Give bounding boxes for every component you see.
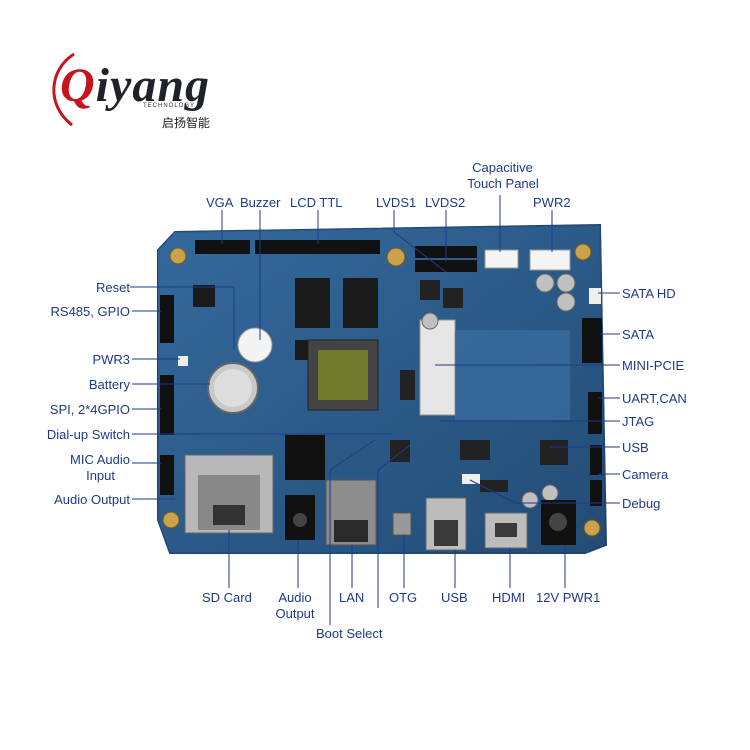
label-sd-card: SD Card (202, 590, 252, 605)
label-usb-right: USB (622, 440, 649, 455)
chips (193, 278, 570, 480)
label-boot-select: Boot Select (316, 626, 383, 641)
label-sata: SATA (622, 327, 655, 342)
label-uart-can: UART,CAN (622, 391, 687, 406)
logo-initial: Q (60, 59, 96, 112)
label-audio-output-left: Audio Output (54, 492, 130, 507)
label-usb-bottom: USB (441, 590, 468, 605)
label-buzzer: Buzzer (240, 195, 281, 210)
capacitors (421, 273, 576, 509)
label-touch-panel: Touch Panel (467, 176, 539, 191)
label-pwr2: PWR2 (533, 195, 571, 210)
left-headers (160, 295, 188, 495)
logo-chinese-name: 启扬智能 (162, 116, 211, 130)
label-lcd-ttl: LCD TTL (290, 195, 343, 210)
label-lvds1: LVDS1 (376, 195, 417, 210)
mounting-holes (162, 243, 601, 537)
label-lan: LAN (339, 590, 365, 605)
logo-swoosh-icon (52, 52, 75, 127)
label-sata-hd: SATA HD (622, 286, 676, 301)
label-mic-audio: MIC Audio (70, 452, 130, 467)
label-hdmi: HDMI (492, 590, 526, 605)
label-battery: Battery (88, 377, 130, 392)
label-pwr3: PWR3 (92, 352, 130, 367)
logo-rest: iyang (95, 59, 211, 112)
label-12v-pwr1: 12V PWR1 (536, 590, 601, 605)
label-jtag: JTAG (622, 414, 655, 429)
label-otg: OTG (389, 590, 418, 605)
label-mic-input: Input (86, 468, 115, 483)
label-camera: Camera (622, 467, 669, 482)
label-reset: Reset (96, 280, 130, 295)
front-connectors (285, 474, 576, 551)
label-mini-pcie: MINI-PCIE (622, 358, 685, 373)
label-lvds2: LVDS2 (425, 195, 466, 210)
logo: Qiyang (60, 58, 210, 113)
sd-card-slot (184, 454, 274, 534)
label-vga: VGA (206, 195, 234, 210)
label-spi-gpio: SPI, 2*4GPIO (49, 402, 130, 417)
label-debug: Debug (622, 496, 661, 511)
label-audio: Audio (278, 590, 312, 605)
label-dialup-switch: Dial-up Switch (46, 427, 130, 442)
label-output: Output (275, 606, 315, 621)
label-rs485-gpio: RS485, GPIO (50, 304, 130, 319)
right-connectors (582, 288, 602, 506)
logo-tagline: TECHNOLOGY (143, 103, 196, 109)
buzzer (237, 327, 273, 363)
leader-lines (130, 195, 620, 625)
label-capacitive: Capacitive (472, 160, 533, 175)
